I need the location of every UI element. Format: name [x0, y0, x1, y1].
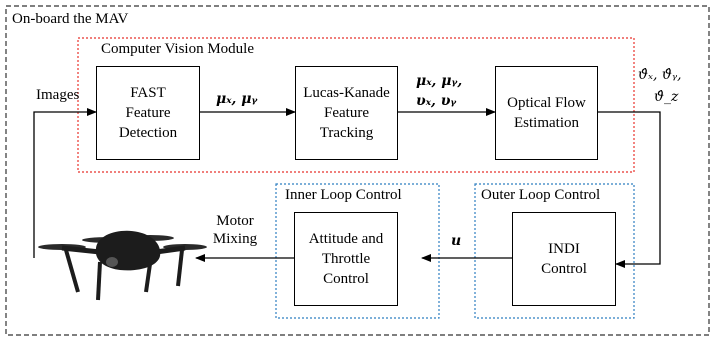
- mav-frame: [5, 5, 710, 336]
- attitude-line3: Control: [323, 271, 369, 287]
- fast-line3: Detection: [118, 125, 178, 141]
- inner-loop-frame: [275, 183, 440, 319]
- fast-feature-detection-block: FAST Feature Detection: [96, 66, 200, 160]
- motor-mixing-label: Motor Mixing: [205, 212, 265, 248]
- lk-line2: Feature: [324, 105, 369, 121]
- fast-line2: Feature: [125, 105, 171, 121]
- signal-lk-of-2: υₓ, υᵧ: [416, 93, 457, 109]
- lk-line1: Lucas-Kanade: [303, 85, 390, 101]
- images-feed-line: [33, 108, 97, 258]
- lk-line3: Tracking: [319, 125, 374, 141]
- signal-lk-of-1: μₓ, μᵧ,: [416, 73, 463, 89]
- indi-line1: INDI: [548, 241, 580, 257]
- signal-of-out-2: ϑ̂_z: [654, 89, 679, 105]
- indi-line2: Control: [541, 261, 587, 277]
- of-line1: Optical Flow: [507, 95, 586, 111]
- mav-label: On-board the MAV: [12, 11, 129, 27]
- indi-control-block: INDI Control: [512, 212, 616, 306]
- cv-module-frame: [77, 37, 635, 173]
- signal-u: u: [451, 233, 462, 249]
- of-line2: Estimation: [514, 115, 579, 131]
- attitude-throttle-block: Attitude and Throttle Control: [294, 212, 398, 306]
- motor-label-line2: Mixing: [212, 231, 258, 247]
- attitude-line1: Attitude and: [308, 231, 384, 247]
- cv-module-label: Computer Vision Module: [101, 41, 254, 57]
- motor-label-line1: Motor: [216, 213, 254, 229]
- drone-icon: [38, 230, 207, 301]
- outer-loop-label: Outer Loop Control: [481, 187, 601, 203]
- arrow-of-indi: [598, 111, 661, 268]
- fast-line1: FAST: [130, 85, 166, 101]
- attitude-line2: Throttle: [321, 251, 371, 267]
- outer-loop-frame: [474, 183, 635, 319]
- images-label: Images: [36, 87, 80, 103]
- signal-fast-lk: μₓ, μᵧ: [216, 91, 258, 107]
- signal-of-out-1: ϑ̂ₓ, ϑ̂ᵧ,: [638, 67, 682, 83]
- lucas-kanade-block: Lucas-Kanade Feature Tracking: [295, 66, 398, 160]
- optical-flow-block: Optical Flow Estimation: [495, 66, 598, 160]
- inner-loop-label: Inner Loop Control: [285, 187, 402, 203]
